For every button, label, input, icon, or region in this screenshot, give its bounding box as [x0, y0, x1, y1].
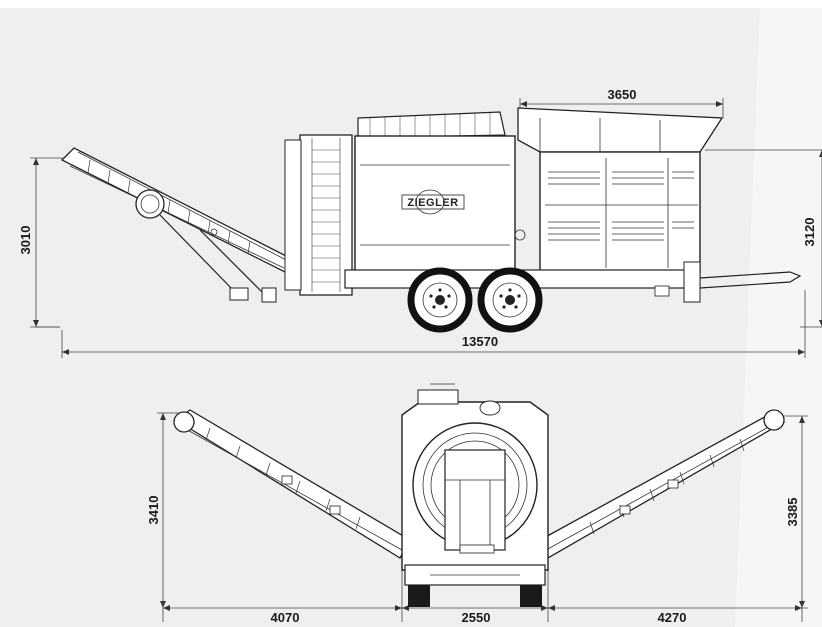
side-logo-badge [401, 194, 465, 210]
dim-rear-width-right-label: 4270 [658, 610, 687, 625]
side-hopper-section [517, 107, 724, 273]
dim-height-right: 3120 [705, 149, 822, 328]
rear-machine-body [401, 383, 549, 607]
rear-view: 3410 3385 4070 2550 4270 [146, 383, 808, 625]
side-wheel-rear [477, 267, 543, 333]
rear-conveyor-left [173, 409, 411, 559]
dim-height-left-label: 3010 [18, 226, 33, 255]
dim-hopper-length-label: 3650 [608, 87, 637, 102]
side-wheel-front [407, 267, 473, 333]
dim-rear-widths: 4070 2550 4270 [162, 560, 808, 625]
side-view: 3650 3010 3120 13570 [18, 87, 822, 358]
background-diagonal-band [735, 8, 822, 627]
dim-rear-height-right-label: 3385 [785, 498, 800, 527]
side-logo-text: ZIEGLER [407, 197, 458, 209]
side-drum-section: ZIEGLER [284, 111, 526, 296]
dim-overall-length: 13570 [61, 290, 806, 358]
dim-overall-length-label: 13570 [462, 334, 498, 349]
dim-rear-height-left-label: 3410 [146, 496, 161, 525]
dim-height-right-label: 3120 [802, 218, 817, 247]
dim-rear-width-left-label: 4070 [271, 610, 300, 625]
dim-rear-width-center-label: 2550 [462, 610, 491, 625]
